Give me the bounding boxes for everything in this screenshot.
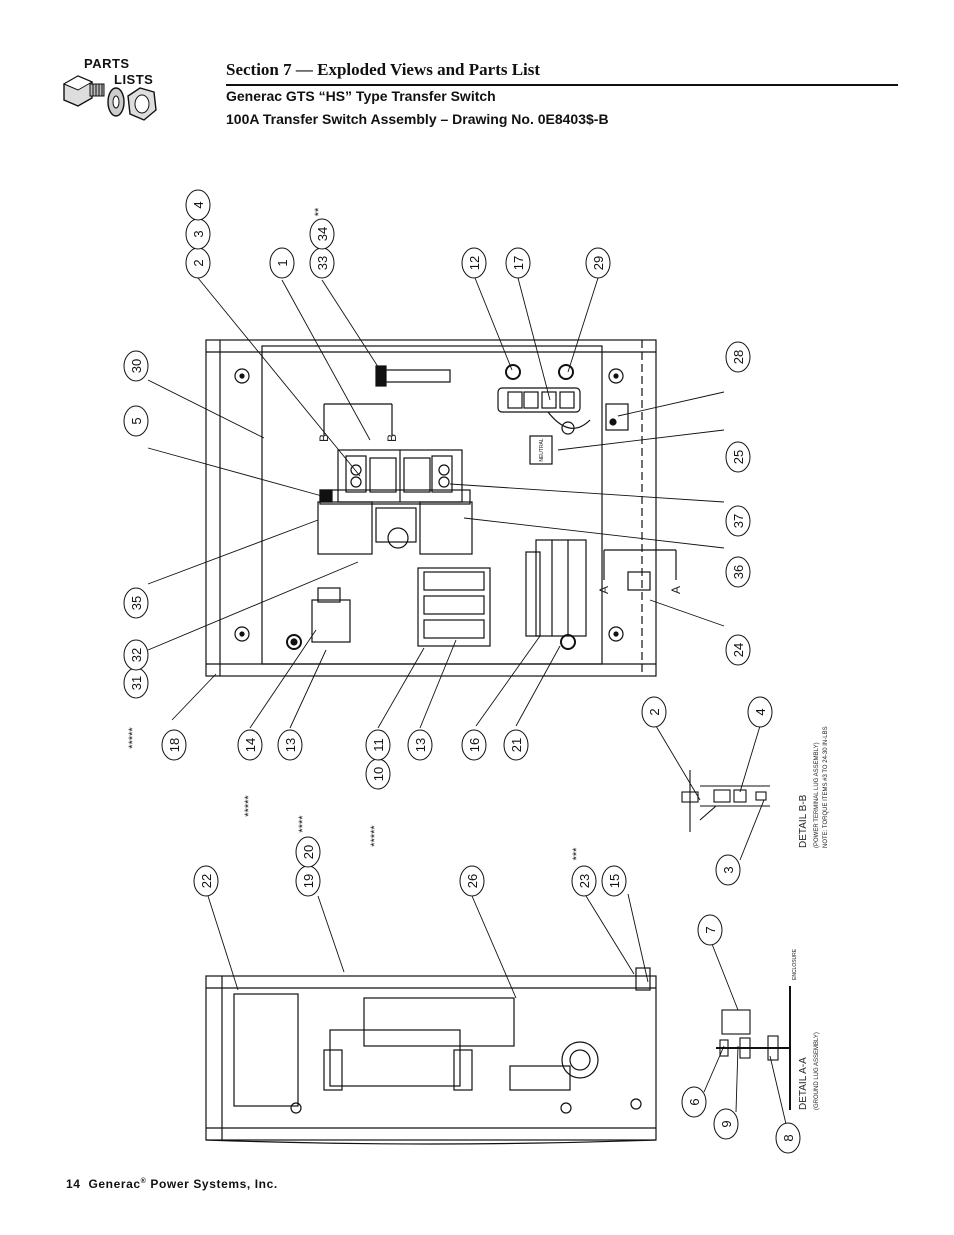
page-number: 14	[66, 1177, 81, 1191]
callout-19: 19	[301, 874, 316, 888]
detail-aa-callout-9: 9	[719, 1120, 734, 1127]
callout-22: 22	[199, 874, 214, 888]
callout-12: 12	[467, 256, 482, 270]
detail-bb-callout-2: 2	[647, 708, 662, 715]
neutral-label: NEUTRAL	[539, 438, 545, 462]
logo-word-lists: LISTS	[114, 72, 154, 87]
callout-23: 23	[577, 874, 592, 888]
callout-26: 26	[465, 874, 480, 888]
callout-31: 31	[129, 676, 144, 690]
star-mark-23: ***	[571, 847, 583, 861]
callout-29: 29	[591, 256, 606, 270]
company-name: Generac	[88, 1177, 141, 1191]
section-mark-b-left: B	[317, 434, 331, 442]
parts-lists-logo: PARTS LISTS	[58, 54, 178, 134]
detail-aa-callout-6: 6	[687, 1098, 702, 1105]
star-mark-18: *****	[127, 727, 139, 749]
star-mark-26: *****	[369, 825, 381, 847]
detail-aa-subtitle: (GROUND LUG ASSEMBLY)	[814, 1032, 820, 1110]
inner-panel	[261, 345, 603, 665]
drawing-number: 100A Transfer Switch Assembly – Drawing …	[226, 111, 609, 127]
callout-11: 11	[371, 738, 386, 752]
callout-13a: 13	[283, 738, 298, 752]
page-footer: 14 Generac® Power Systems, Inc.	[66, 1177, 278, 1191]
callout-5: 5	[129, 417, 144, 424]
section-mark-a-left: A	[597, 586, 611, 594]
section-mark-a-right: A	[669, 586, 683, 594]
callout-30: 30	[129, 359, 144, 373]
detail-aa-callout-8: 8	[781, 1134, 796, 1141]
callout-15: 15	[607, 874, 622, 888]
callout-37: 37	[731, 514, 746, 528]
detail-bb-note: NOTE: TORQUE ITEMS #3 TO 24-30 IN-LBS	[823, 726, 829, 848]
callout-1: 1	[275, 259, 290, 266]
star-mark-19: ****	[297, 815, 309, 833]
detail-aa-callout-7: 7	[703, 926, 718, 933]
enclosure-side-outline	[205, 975, 657, 1141]
section-mark-b-right: B	[385, 434, 399, 442]
star-mark-22: *****	[243, 795, 255, 817]
callout-21: 21	[509, 738, 524, 752]
callout-4: 4	[191, 201, 206, 208]
page-subtitle: Generac GTS “HS” Type Transfer Switch	[226, 88, 496, 104]
callout-36: 36	[731, 565, 746, 579]
star-mark-34: **	[313, 207, 325, 216]
callout-3: 3	[191, 230, 206, 237]
callout-34: 34	[315, 227, 330, 241]
callout-13b: 13	[413, 738, 428, 752]
callout-20: 20	[301, 845, 316, 859]
detail-bb-callout-4: 4	[753, 708, 768, 715]
callout-14: 14	[243, 738, 258, 752]
detail-bb-subtitle: (POWER TERMINAL LUG ASSEMBLY)	[814, 742, 820, 848]
callout-33: 33	[315, 256, 330, 270]
callout-32: 32	[129, 648, 144, 662]
callout-18: 18	[167, 738, 182, 752]
logo-word-parts: PARTS	[84, 56, 130, 71]
callout-25: 25	[731, 450, 746, 464]
detail-aa-enclosure-label: ENCLOSURE	[792, 948, 798, 980]
bolt-nut-icon	[62, 75, 157, 121]
detail-aa-title: DETAIL A-A	[798, 1057, 809, 1110]
callout-10: 10	[371, 767, 386, 781]
section-title: Section 7 — Exploded Views and Parts Lis…	[226, 60, 541, 79]
detail-bb-callout-3: 3	[721, 866, 736, 873]
enclosure-front-outline	[205, 339, 657, 677]
callout-2: 2	[191, 259, 206, 266]
title-divider	[226, 84, 898, 86]
callout-35: 35	[129, 596, 144, 610]
callout-28: 28	[731, 350, 746, 364]
callout-24: 24	[731, 643, 746, 657]
registered-mark: ®	[140, 1178, 147, 1185]
company-name-rest: Power Systems, Inc.	[146, 1177, 278, 1191]
callout-16: 16	[467, 738, 482, 752]
callout-17: 17	[511, 256, 526, 270]
detail-bb-title: DETAIL B-B	[798, 794, 809, 848]
